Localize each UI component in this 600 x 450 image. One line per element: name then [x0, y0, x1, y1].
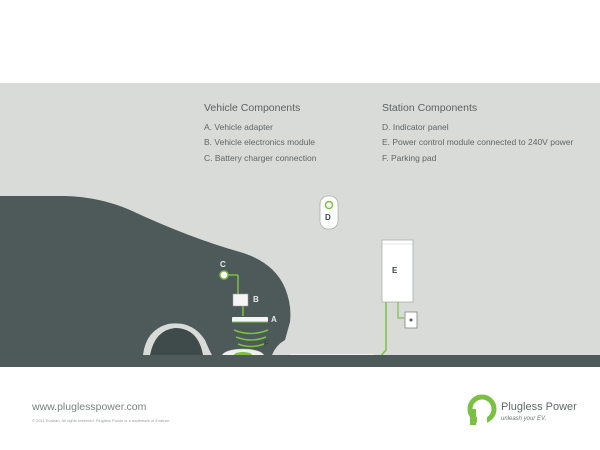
legend-item-c: C. Battery charger connection [204, 152, 317, 163]
plugless-logo-icon [467, 394, 497, 426]
legend-item-a: A. Vehicle adapter [204, 121, 273, 132]
vehicle-adapter [232, 317, 268, 322]
label-c: C [220, 260, 226, 269]
label-f: F [264, 339, 269, 348]
website-link[interactable]: www.pluglesspower.com [32, 401, 147, 413]
wheel-arch [150, 328, 203, 355]
legend-item-b: B. Vehicle electronics module [204, 137, 316, 147]
indicator-panel [319, 195, 339, 230]
label-e: E [392, 266, 398, 275]
power-control-module [381, 239, 414, 303]
copyright-text: © 2011 Evatran. All rights reserved. Plu… [32, 418, 171, 423]
charging-wave-2 [235, 336, 267, 341]
legend-item-f: F. Parking pad [382, 152, 437, 163]
charging-wave-3 [237, 343, 265, 348]
power-cord [397, 302, 404, 319]
legend-item-d: D. Indicator panel [382, 121, 449, 132]
charging-wave-1 [233, 329, 269, 335]
label-d: D [325, 213, 331, 222]
brand-tagline: unleash your EV. [501, 416, 547, 422]
station-components-legend: Station Components D. Indicator panel E.… [382, 101, 573, 166]
plugless-power-logo: Plugless Power unleash your EV. [467, 394, 587, 428]
label-a: A [271, 315, 277, 324]
vehicle-components-heading: Vehicle Components [204, 102, 301, 114]
label-b: B [253, 295, 259, 304]
ground [0, 355, 600, 367]
brand-name: Plugless Power [501, 401, 577, 413]
station-components-heading: Station Components [382, 102, 478, 114]
car-silhouette [0, 196, 291, 355]
legend-item-e: E. Power control module connected to 240… [382, 137, 574, 147]
battery-charger-connection [219, 270, 229, 280]
vehicle-electronics-module [232, 293, 249, 307]
vehicle-components-legend: Vehicle Components A. Vehicle adapter B.… [204, 101, 316, 166]
